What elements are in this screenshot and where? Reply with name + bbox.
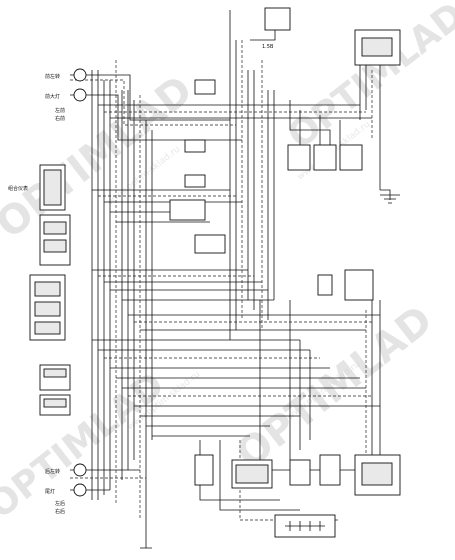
top-module-code: 1.5B <box>262 44 274 50</box>
harness-horizontal <box>70 20 391 521</box>
lamp-label: 右后 <box>55 508 65 515</box>
lamp-label: 前大灯 <box>45 93 60 100</box>
lamp-label: 左前 <box>55 107 65 114</box>
front-left-lamps: 前左转 前大灯 左前 右前 <box>45 68 87 122</box>
relay-cluster <box>287 144 363 171</box>
middle-components <box>169 79 226 254</box>
harness-bus <box>91 10 381 540</box>
bottom-components <box>194 454 341 489</box>
lamp-label: 右前 <box>55 115 65 122</box>
lamp-label: 后左转 <box>45 468 60 475</box>
bottom-ground <box>140 540 152 549</box>
instrument-cluster: 组合仪表 <box>8 164 66 211</box>
lamp-label: 前左转 <box>45 73 60 80</box>
bottom-right-connector <box>354 454 401 496</box>
ground-symbol <box>380 194 400 204</box>
top-module: 1.5B <box>262 7 291 50</box>
switch-group-lower <box>39 364 71 416</box>
ignition-area <box>317 269 374 301</box>
switch-group-left <box>29 214 71 341</box>
lamp-label: 尾灯 <box>45 488 55 495</box>
instrument-label: 组合仪表 <box>8 185 28 192</box>
right-top-connector <box>354 29 401 66</box>
lamp-label: 左后 <box>55 500 65 507</box>
battery <box>274 514 336 538</box>
watermark-brand: OPTIMLAD <box>280 0 455 157</box>
rear-left-lamps: 后左转 尾灯 左后 右后 <box>45 463 87 515</box>
